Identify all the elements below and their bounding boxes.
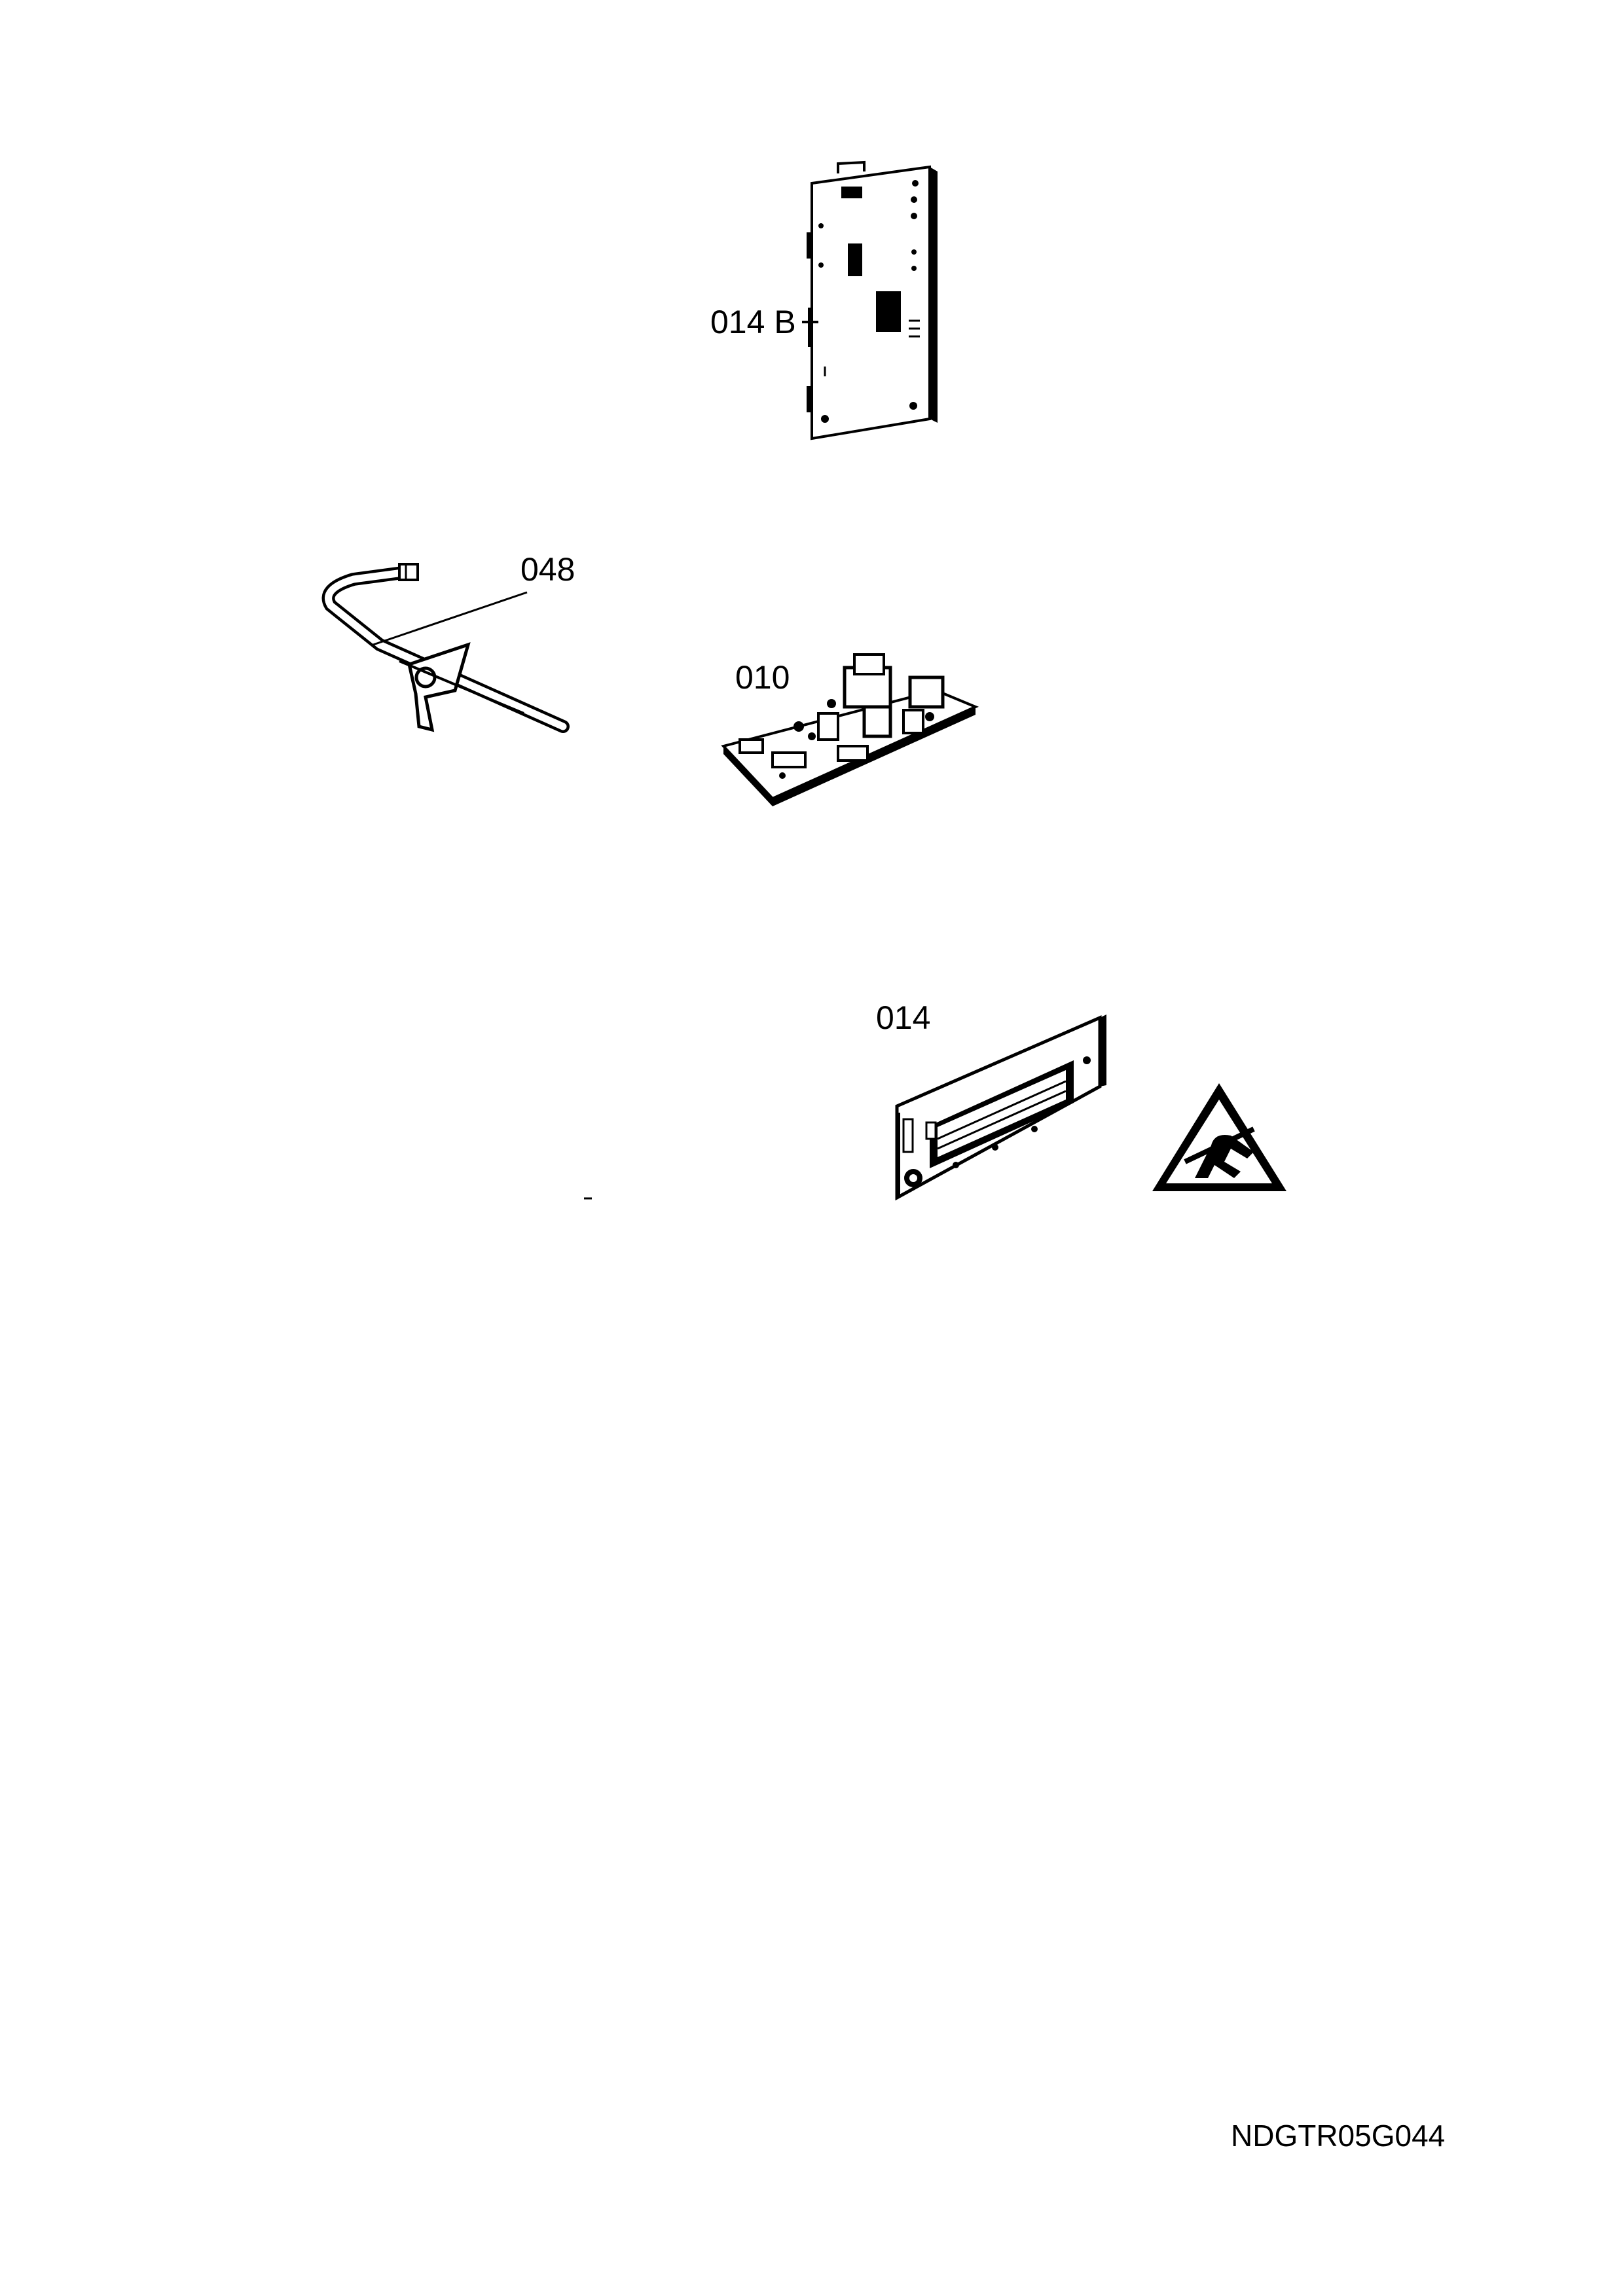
control-board-014b [802, 160, 938, 440]
esd-warning-icon [1152, 1083, 1286, 1191]
temperature-probe-048 [321, 563, 570, 733]
label-014b: 014 B [710, 304, 796, 340]
display-board-014 [895, 1014, 1106, 1201]
label-010: 010 [735, 659, 790, 696]
power-board-010 [721, 653, 979, 806]
label-048: 048 [520, 551, 575, 588]
label-014: 014 [876, 999, 931, 1036]
drawing-code: NDGTR05G044 [1231, 2119, 1446, 2153]
stray-mark [584, 1197, 592, 1200]
